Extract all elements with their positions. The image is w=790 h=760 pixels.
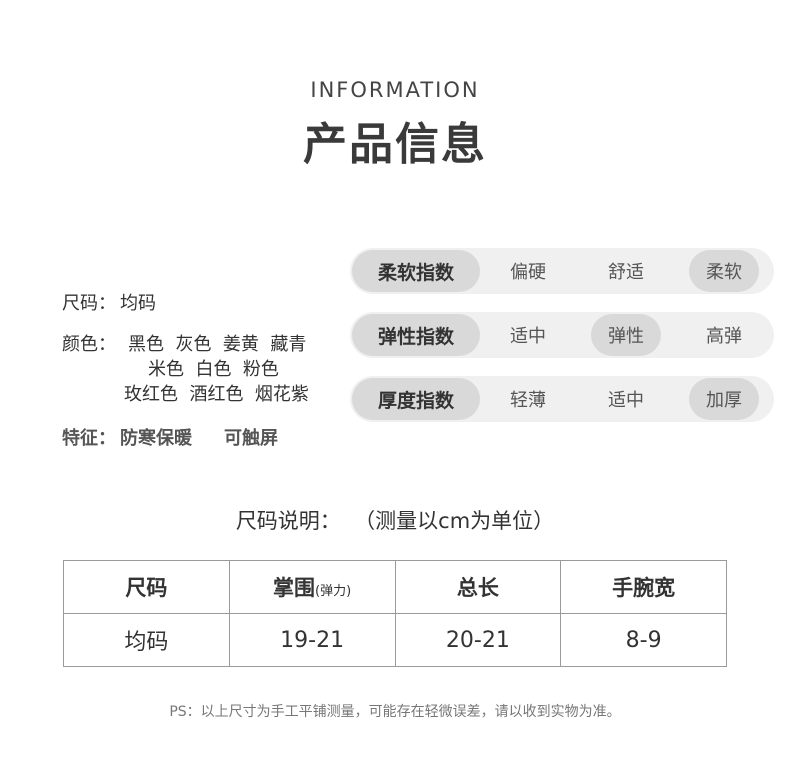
size-value: 均码 bbox=[120, 293, 156, 314]
elasticity-option-medium: 适中 bbox=[510, 326, 546, 347]
cell-size: 均码 bbox=[63, 613, 230, 667]
size-chart-title: 尺码说明： （测量以cm为单位） bbox=[235, 509, 555, 533]
elasticity-option-high: 高弹 bbox=[706, 326, 742, 347]
thickness-option-thin: 轻薄 bbox=[510, 390, 546, 411]
elasticity-index-row: 弹性指数 适中 弹性 高弹 bbox=[350, 312, 774, 358]
cell-length: 20-21 bbox=[394, 613, 562, 667]
elasticity-index-title: 弹性指数 bbox=[352, 314, 480, 356]
header-palm-label: 掌围 bbox=[273, 576, 316, 600]
ps-note: PS：以上尺寸为手工平铺测量，可能存在轻微误差，请以收到实物为准。 bbox=[169, 704, 621, 720]
size-info: 尺码：均码 bbox=[62, 289, 156, 315]
color-line-1: 黑色 灰色 姜黄 藏青 bbox=[128, 334, 307, 355]
color-line-3: 玫红色 酒红色 烟花紫 bbox=[124, 384, 309, 405]
feature-info: 特征：防寒保暖 可触屏 bbox=[62, 424, 278, 450]
thickness-index-row: 厚度指数 轻薄 适中 加厚 bbox=[350, 376, 774, 422]
table-row: 均码 19-21 20-21 8-9 bbox=[63, 613, 727, 667]
header-english-title: INFORMATION bbox=[310, 78, 480, 102]
color-line-2: 米色 白色 粉色 bbox=[148, 359, 279, 380]
header-palm: 掌围(弹力) bbox=[228, 560, 396, 614]
elasticity-option-elastic: 弹性 bbox=[591, 314, 661, 356]
size-label: 尺码： bbox=[62, 293, 116, 314]
header-chinese-title: 产品信息 bbox=[303, 119, 487, 170]
header-length: 总长 bbox=[394, 560, 562, 614]
feature-label: 特征： bbox=[62, 428, 116, 449]
softness-option-comfort: 舒适 bbox=[608, 262, 644, 283]
size-table: 尺码 掌围(弹力) 总长 手腕宽 均码 19-21 20-21 8-9 bbox=[63, 560, 727, 667]
softness-option-soft: 柔软 bbox=[689, 250, 759, 292]
thickness-index-title: 厚度指数 bbox=[352, 378, 480, 420]
thickness-option-thick: 加厚 bbox=[689, 378, 759, 420]
color-label: 颜色： bbox=[62, 334, 116, 355]
feature-warm: 防寒保暖 bbox=[120, 428, 192, 449]
feature-touchscreen: 可触屏 bbox=[224, 428, 278, 449]
softness-index-title: 柔软指数 bbox=[352, 250, 480, 292]
cell-palm: 19-21 bbox=[228, 613, 396, 667]
table-header-row: 尺码 掌围(弹力) 总长 手腕宽 bbox=[63, 560, 727, 614]
header-palm-sub: (弹力) bbox=[315, 584, 352, 599]
header-size: 尺码 bbox=[63, 560, 230, 614]
cell-wrist: 8-9 bbox=[560, 613, 727, 667]
header-wrist: 手腕宽 bbox=[560, 560, 727, 614]
thickness-option-medium: 适中 bbox=[608, 390, 644, 411]
softness-index-row: 柔软指数 偏硬 舒适 柔软 bbox=[350, 248, 774, 294]
softness-option-hard: 偏硬 bbox=[510, 262, 546, 283]
